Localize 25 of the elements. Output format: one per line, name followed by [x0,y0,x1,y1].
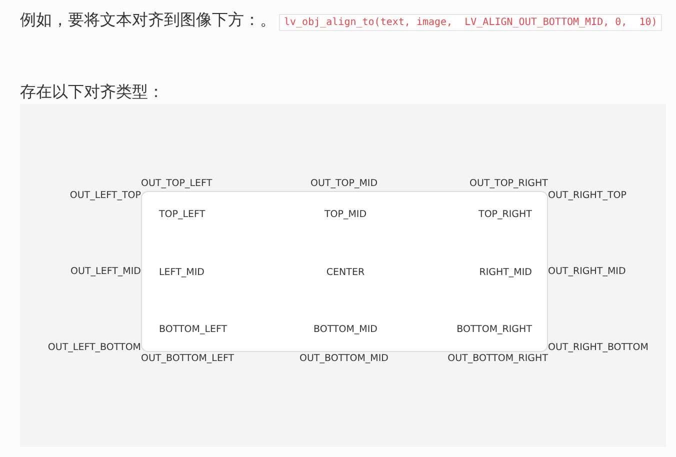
alignment-label: TOP_MID [324,209,367,221]
alignment-label: OUT_RIGHT_BOTTOM [548,342,648,354]
alignment-label: OUT_RIGHT_TOP [548,190,626,202]
alignment-label: OUT_TOP_LEFT [141,178,212,190]
alignment-label: OUT_TOP_MID [310,178,378,190]
intro-text: 例如，要将文本对齐到图像下方：。 [20,12,276,29]
alignment-label: OUT_BOTTOM_LEFT [141,353,234,365]
alignment-label: BOTTOM_LEFT [159,324,228,336]
inline-code: lv_obj_align_to(text, image, LV_ALIGN_OUT_BOTTOM_MID, 0, 10) [279,14,662,31]
object-box [141,191,548,352]
alignment-label: TOP_LEFT [159,209,206,221]
alignment-label: LEFT_MID [159,267,204,279]
alignment-label: OUT_TOP_RIGHT [470,178,548,190]
alignment-label: OUT_LEFT_BOTTOM [48,342,141,354]
alignment-label: RIGHT_MID [479,267,532,279]
alignment-label: OUT_BOTTOM_MID [300,353,388,365]
alignment-label: CENTER [326,267,365,279]
alignment-label: BOTTOM_RIGHT [456,324,532,336]
alignment-label: OUT_LEFT_TOP [70,190,141,202]
alignment-label: TOP_RIGHT [478,209,532,221]
alignment-label: BOTTOM_MID [314,324,378,336]
section-heading: 存在以下对齐类型： [20,82,164,103]
alignment-label: OUT_RIGHT_MID [548,266,626,278]
alignment-label: OUT_BOTTOM_RIGHT [448,353,548,365]
alignment-label: OUT_LEFT_MID [70,266,141,278]
